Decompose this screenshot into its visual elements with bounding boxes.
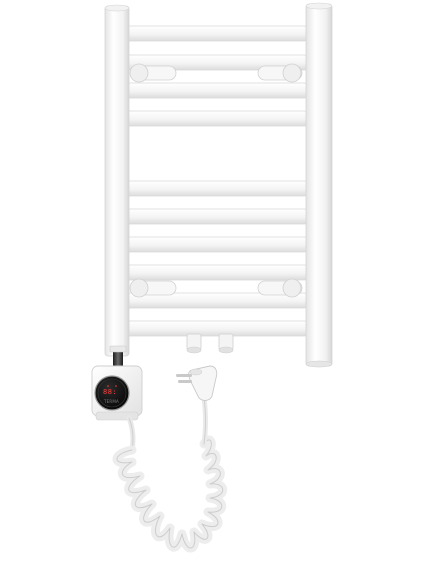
- heating-element-stem: [109, 345, 127, 368]
- rail-8: [120, 264, 312, 281]
- rail-7: [120, 236, 312, 253]
- left-post: [104, 5, 130, 357]
- plug-cable: [201, 395, 208, 447]
- power-cable: [126, 415, 136, 453]
- bracket-top-left: [129, 63, 177, 83]
- bracket-bottom-right: [257, 278, 303, 298]
- rail-1: [120, 25, 312, 42]
- thermostat-controller: 88: TERMA: [91, 365, 143, 421]
- right-post: [305, 3, 333, 367]
- wall-brackets: [129, 63, 303, 298]
- rail-4: [120, 110, 312, 127]
- bracket-top-right: [257, 63, 303, 83]
- rail-10: [120, 320, 312, 337]
- controller-brand-logo: TERMA: [103, 399, 119, 404]
- controller-dial: [94, 375, 130, 411]
- bracket-bottom-left: [129, 278, 177, 298]
- power-plug: [176, 365, 218, 401]
- valve-right: [218, 333, 234, 354]
- rail-3: [120, 82, 312, 99]
- rail-6: [120, 208, 312, 225]
- valve-left: [186, 333, 202, 354]
- controller-display: 88:: [103, 388, 117, 396]
- bottom-valves: [186, 333, 234, 354]
- coiled-cable: [112, 435, 228, 553]
- rail-5: [120, 180, 312, 197]
